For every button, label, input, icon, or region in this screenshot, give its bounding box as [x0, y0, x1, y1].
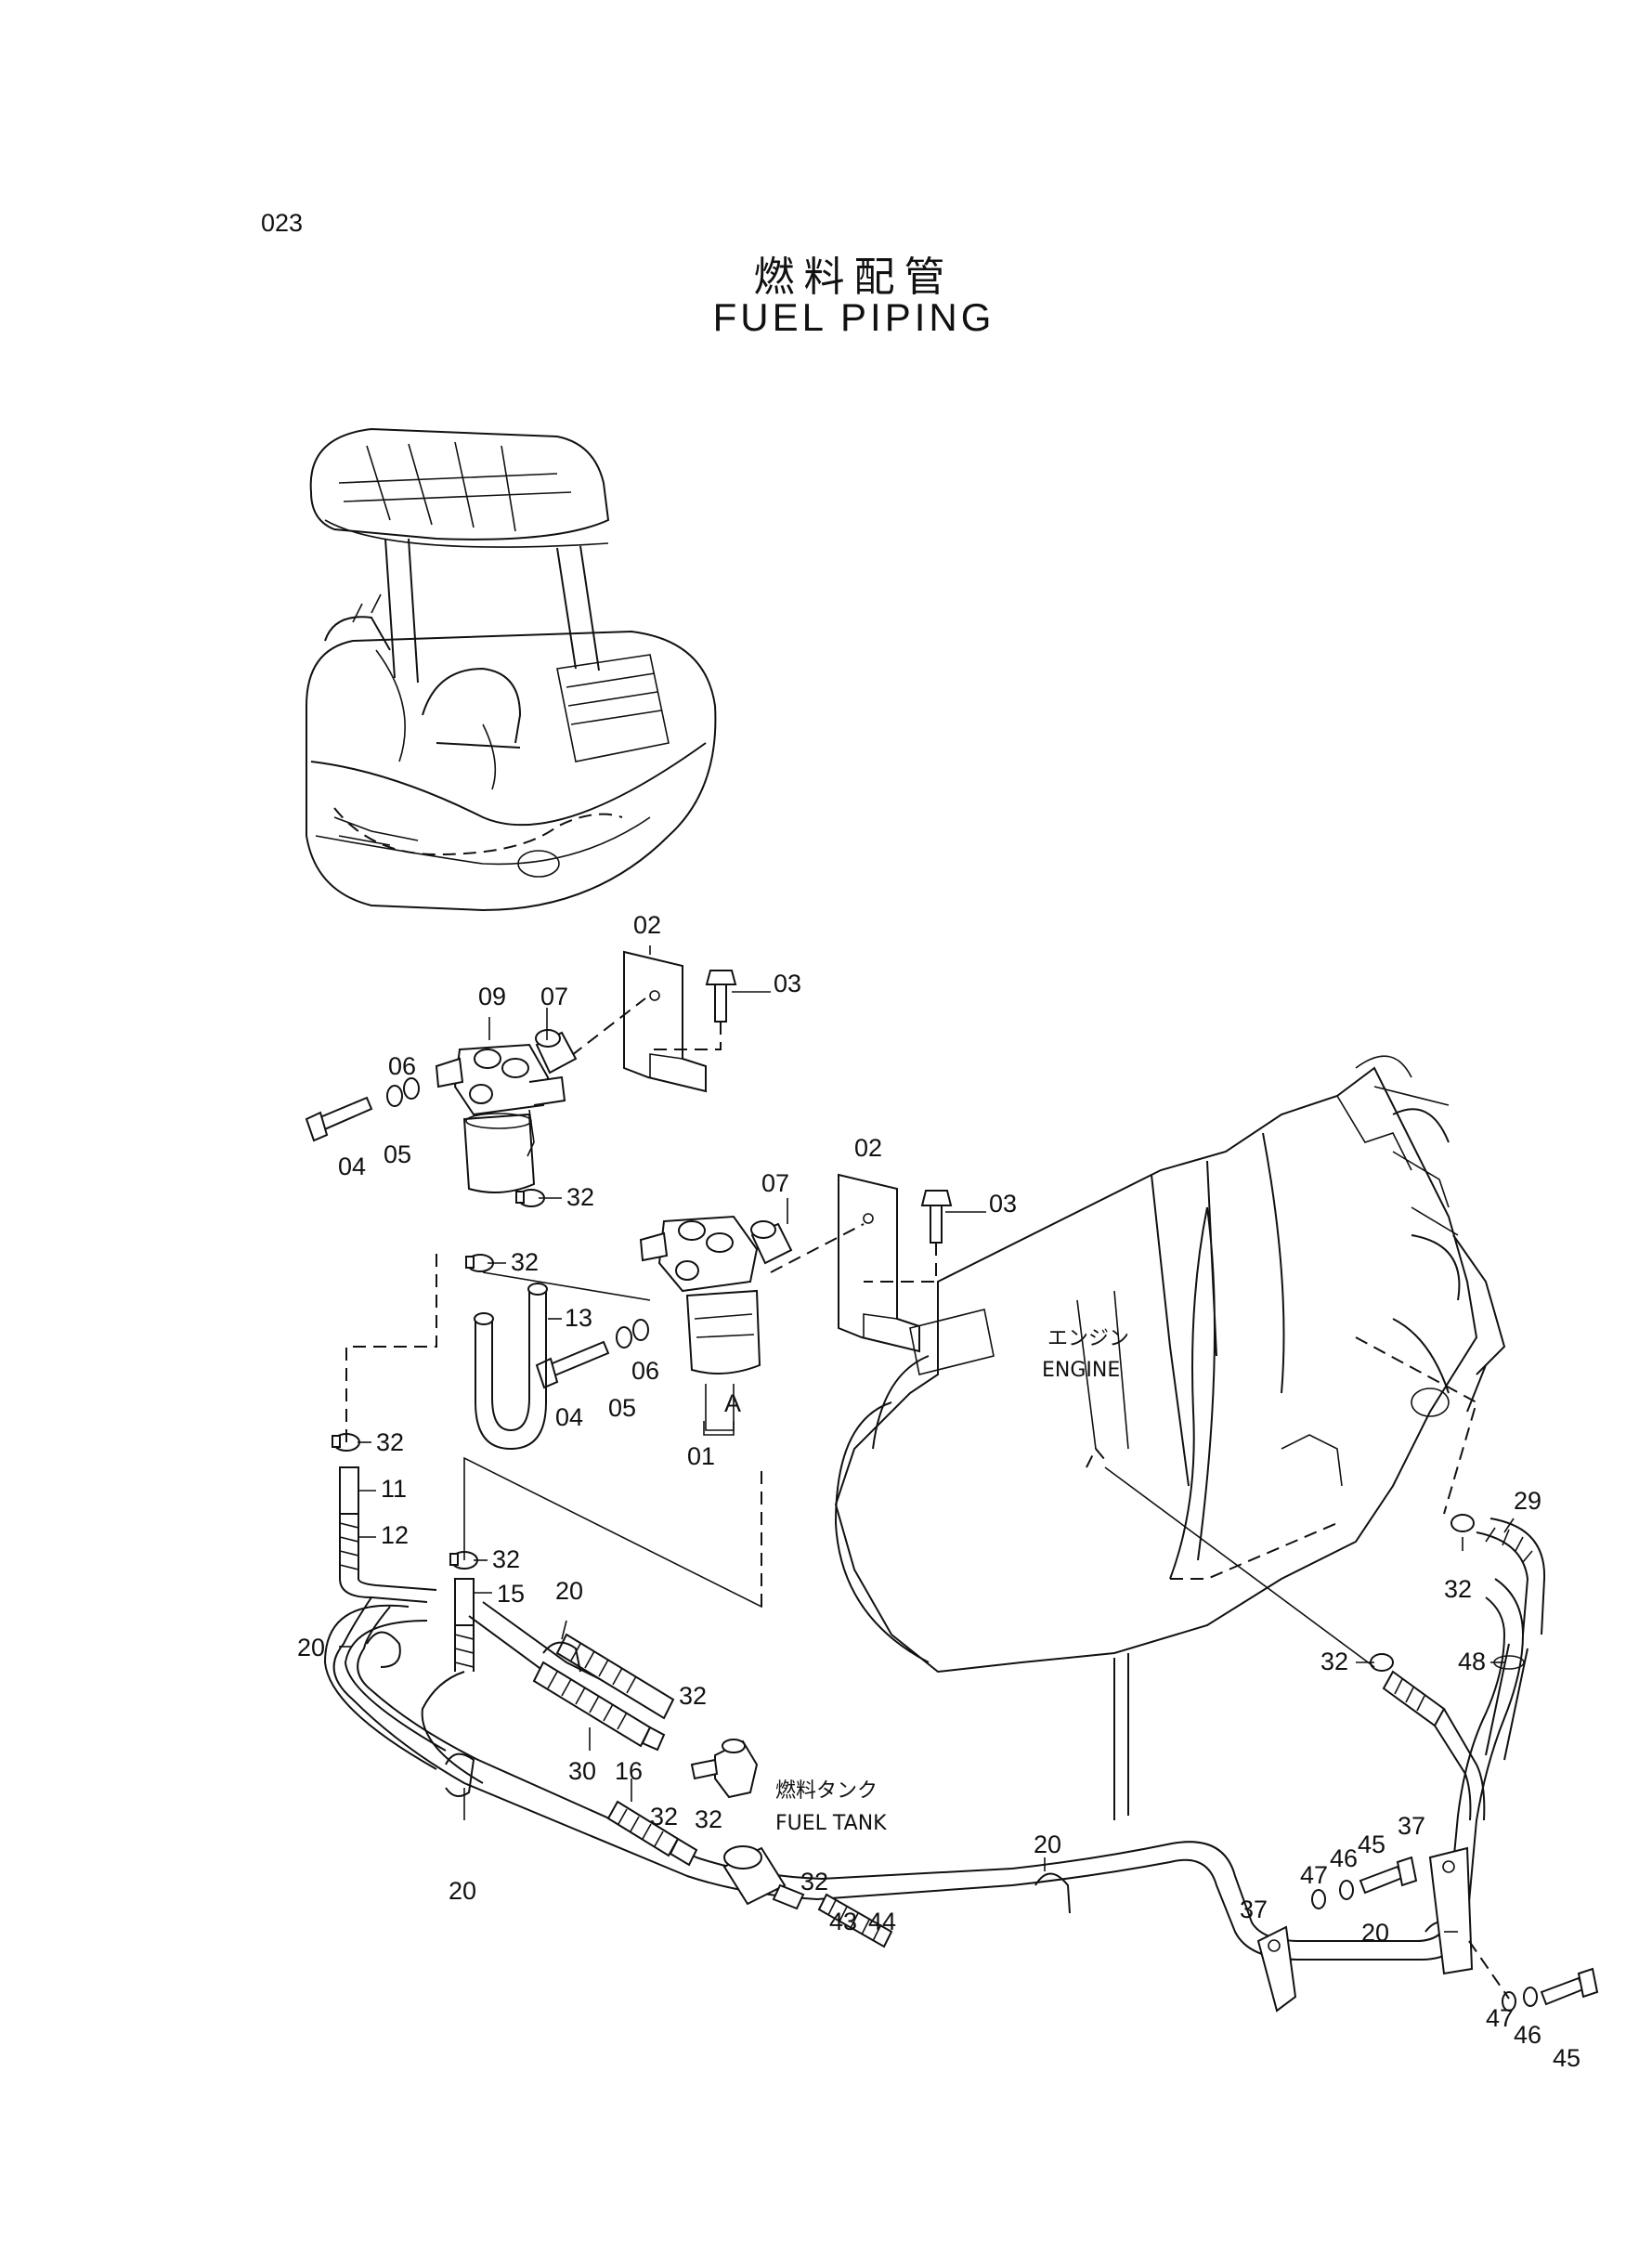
inline-fuel-filter: [722, 1845, 805, 1910]
fuel-filter-01: [639, 1215, 761, 1375]
part-label: 05: [384, 1140, 411, 1168]
part-label: 32: [1320, 1648, 1348, 1675]
fuel-tank-fitting: [690, 1739, 759, 1799]
bolt-03-lower: [920, 1190, 953, 1244]
bracket-37-right: [1428, 1846, 1474, 1975]
part-label: 16: [615, 1757, 643, 1785]
part-label: 32: [650, 1803, 678, 1831]
part-label: 47: [1300, 1861, 1328, 1889]
part-label: 32: [679, 1682, 707, 1710]
fuel-tank-label: FUEL TANK: [775, 1812, 887, 1835]
fuel-tank-label-japanese: 燃料タンク: [775, 1779, 878, 1803]
part-label: 32: [511, 1248, 539, 1276]
pipe-11-12: [339, 1466, 437, 1603]
part-label: 32: [800, 1868, 828, 1896]
hose-13: [474, 1283, 548, 1451]
clamp-20-a: [366, 1631, 401, 1668]
engine-label: ENGINE: [1042, 1359, 1120, 1382]
part-label: 20: [1361, 1919, 1389, 1947]
part-label: 04: [555, 1403, 583, 1431]
engine-label-japanese: エンジン: [1047, 1327, 1129, 1350]
part-label: 45: [1553, 2044, 1580, 2072]
bolt-04-upper-assembly: [305, 1077, 420, 1142]
part-label: 45: [1358, 1831, 1385, 1858]
part-label: 06: [388, 1052, 416, 1080]
fuel-filter-09: [435, 1043, 566, 1193]
page-title: FUEL PIPING: [712, 295, 995, 339]
bracket-upper: [623, 950, 707, 1093]
part-label: 37: [1398, 1812, 1425, 1840]
part-label: 32: [492, 1545, 520, 1573]
part-label: 20: [297, 1634, 325, 1661]
bracket-37-left: [1256, 1925, 1297, 2013]
part-label: 37: [1240, 1896, 1268, 1923]
part-label: 11: [381, 1475, 407, 1503]
engine-illustration: [834, 1055, 1506, 1820]
bolt-45-upper: [1311, 1856, 1418, 1909]
page-title-japanese: 燃料配管: [753, 254, 955, 301]
part-label: 04: [338, 1153, 366, 1180]
part-label: 02: [633, 911, 661, 939]
part-label: 32: [566, 1183, 594, 1211]
hose-29: [1450, 1514, 1546, 1635]
fuel-line-main: [323, 1578, 1525, 1961]
collar-07-upper: [535, 1029, 578, 1075]
part-label: 46: [1514, 2021, 1541, 2049]
pipe-15: [454, 1578, 475, 1672]
part-label: 20: [555, 1577, 583, 1605]
part-label: 32: [1444, 1575, 1472, 1603]
part-label: 20: [449, 1877, 476, 1905]
part-label: 01: [687, 1442, 715, 1470]
part-label: 32: [376, 1428, 404, 1456]
part-label: 03: [989, 1190, 1017, 1218]
part-labels: 02 03 09 07 06 05 04 32 02 07 03 32 13 0…: [297, 911, 1580, 2072]
hose-48: [1485, 1643, 1528, 1761]
part-label: 47: [1486, 2004, 1514, 2032]
part-label: 43: [829, 1908, 857, 1935]
machine-overview-illustration: [306, 427, 717, 912]
hose-30: [532, 1633, 675, 1752]
part-label: 06: [631, 1357, 659, 1385]
part-label: 07: [540, 983, 568, 1010]
part-label: 07: [761, 1169, 789, 1197]
clamp-20-c: [445, 1752, 475, 1797]
clamp-20-d: [1034, 1872, 1071, 1914]
part-label: 44: [868, 1908, 896, 1935]
hose-43-44: [817, 1893, 893, 1948]
part-label: 30: [568, 1757, 596, 1785]
part-label: 12: [381, 1521, 409, 1549]
part-label: 15: [497, 1580, 525, 1608]
part-label: 48: [1458, 1648, 1486, 1675]
part-label: 32: [695, 1805, 722, 1833]
collar-07-lower: [750, 1220, 793, 1265]
part-label: 46: [1330, 1844, 1358, 1872]
part-label: 20: [1034, 1831, 1061, 1858]
bolt-45-lower: [1502, 1967, 1599, 2012]
page-number: 023: [261, 209, 304, 237]
bolt-03-upper: [705, 970, 737, 1023]
engine-inlet-hose: [1370, 1653, 1486, 1821]
part-label: 03: [774, 970, 801, 997]
part-label: 13: [565, 1304, 592, 1332]
part-label: 05: [608, 1394, 636, 1422]
part-label: 02: [854, 1134, 882, 1162]
part-label view-marker: A: [724, 1389, 741, 1417]
bracket-lower: [838, 1173, 920, 1353]
clamp-20-b: [542, 1641, 581, 1673]
part-label: 29: [1514, 1487, 1541, 1515]
part-label: 09: [478, 983, 506, 1010]
hose-16: [606, 1800, 698, 1867]
clamp-32-b: [465, 1254, 494, 1272]
